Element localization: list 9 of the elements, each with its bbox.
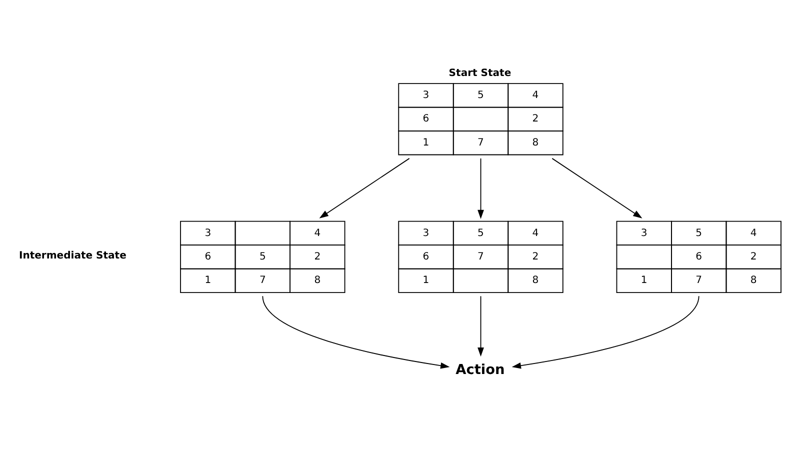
node-text: Action xyxy=(456,362,505,378)
arrow xyxy=(478,296,484,357)
arrow xyxy=(478,158,484,219)
arrow xyxy=(262,296,450,369)
arrow xyxy=(319,158,410,218)
arrow xyxy=(552,158,642,218)
node-label: Start State xyxy=(448,68,512,80)
arrow xyxy=(512,296,700,369)
label: Intermediate State xyxy=(19,250,126,262)
